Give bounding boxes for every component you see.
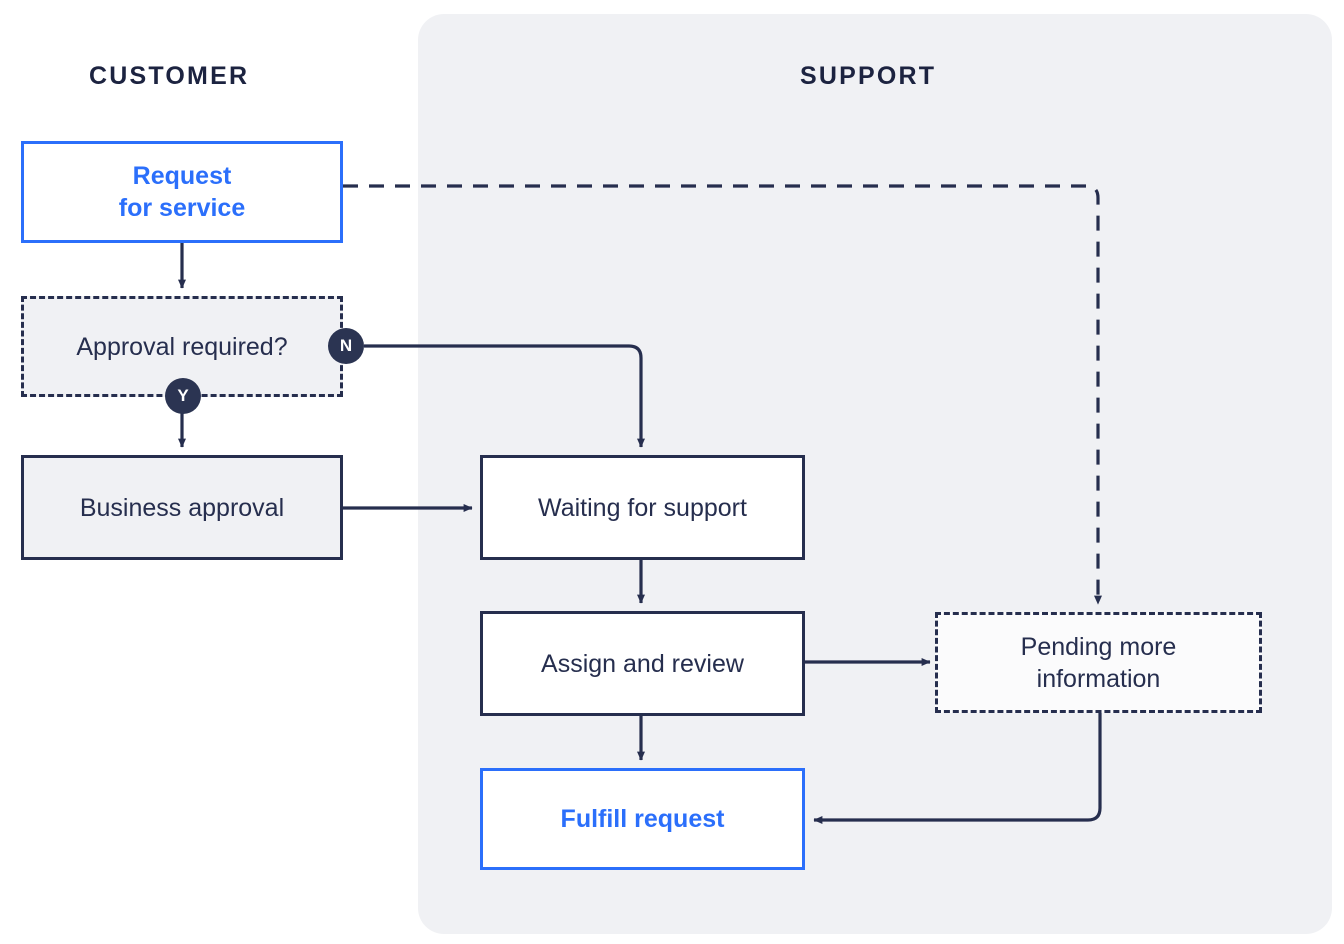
node-request-for-service-line2: for service <box>118 194 246 222</box>
node-request-for-service[interactable]: Request for service <box>21 141 343 243</box>
node-request-for-service-line1: Request <box>132 162 232 190</box>
edge-approval-no-to-waiting <box>364 344 645 448</box>
node-waiting-for-support-label: Waiting for support <box>538 493 747 522</box>
lane-title-support: SUPPORT <box>800 62 937 90</box>
node-business-approval-label: Business approval <box>79 493 285 522</box>
branch-badge-yes-label: Y <box>177 386 189 405</box>
node-fulfill-request-label: Fulfill request <box>560 805 725 833</box>
node-approval-required[interactable]: Approval required? <box>21 296 343 397</box>
node-business-approval[interactable]: Business approval <box>21 455 343 560</box>
node-pending-more-information[interactable]: Pending more information <box>935 612 1262 713</box>
node-pending-more-information-line2: information <box>1036 664 1161 693</box>
lane-title-customer: CUSTOMER <box>89 62 250 90</box>
edge-pending-to-fulfill <box>813 712 1102 824</box>
branch-badge-no[interactable]: N <box>328 328 364 364</box>
node-assign-and-review-label: Assign and review <box>541 649 744 678</box>
node-waiting-for-support[interactable]: Waiting for support <box>480 455 805 560</box>
node-pending-more-information-line1: Pending more <box>1020 632 1177 661</box>
node-fulfill-request[interactable]: Fulfill request <box>480 768 805 870</box>
node-approval-required-label: Approval required? <box>76 332 288 361</box>
branch-badge-no-label: N <box>339 336 353 355</box>
branch-badge-yes[interactable]: Y <box>165 378 201 414</box>
edge-request-to-pending <box>343 184 1102 605</box>
node-assign-and-review[interactable]: Assign and review <box>480 611 805 716</box>
